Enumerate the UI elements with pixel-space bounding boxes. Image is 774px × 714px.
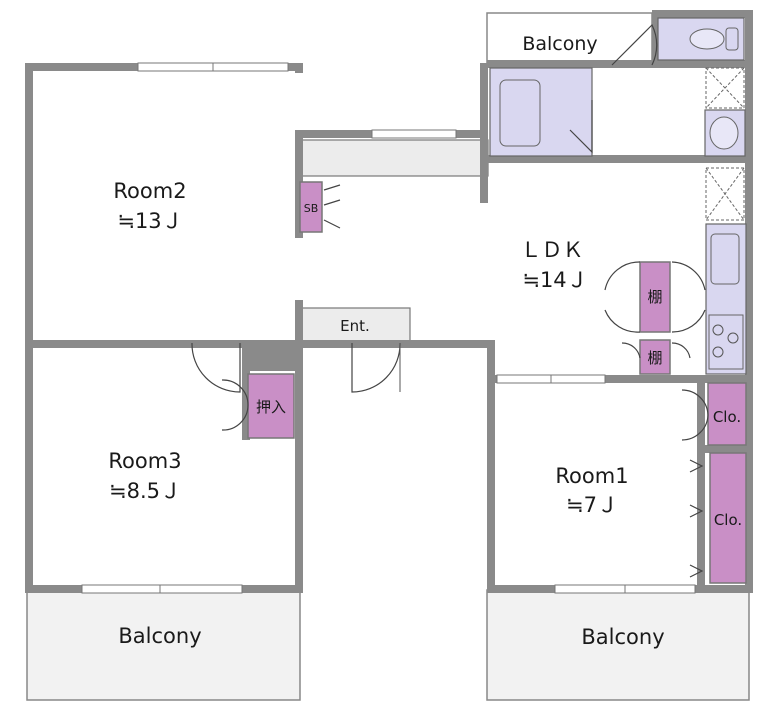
clo-upper-storage[interactable] [707,382,747,446]
bathtub-icon [489,67,593,157]
clo-upper-label: Clo. [713,408,741,426]
sb-label: SB [304,202,319,215]
kitchen-counter-icon [705,223,747,375]
sb-door-icon [323,184,341,229]
balcony-bottom-right-label: Balcony [581,625,664,649]
corridor-strip [299,139,489,177]
ldk-size: ≒14Ｊ [522,268,587,292]
room3-name: Room3 [108,449,181,473]
room3-size: ≒8.5Ｊ [109,479,181,503]
balcony-top-area [486,12,653,66]
tana-lower-door-icon [621,342,691,359]
ldk-name: ＬＤＫ [521,238,584,262]
tana-upper-label: 棚 [647,288,662,306]
burner-icon [712,346,724,358]
room1-size: ≒7Ｊ [566,493,618,517]
windows [81,62,696,594]
tana-door-icon [604,261,641,333]
oshiire-label: 押入 [256,398,286,416]
clo-door-icon [681,389,709,441]
burner-icon [727,332,739,344]
balcony-bottom-left-area [26,589,301,701]
tana-door-right-icon [671,261,706,333]
clo-lower-label: Clo. [714,511,742,529]
balcony-top-label: Balcony [522,33,597,55]
bathroom-fixtures [489,17,746,221]
clo-lower-storage[interactable] [709,452,747,584]
room2-name: Room2 [113,179,186,203]
room1-name: Room1 [555,464,628,488]
entrance-label: Ent. [340,317,370,335]
tana-lower-label: 棚 [647,349,662,367]
oshiire-storage[interactable] [247,373,295,439]
entrance-area [299,307,411,343]
sb-storage[interactable] [299,181,323,233]
oshiire-door-icon [221,379,249,431]
kitchen-counter [705,223,747,375]
doors [191,23,709,578]
balcony-door-icon [611,23,658,66]
burner-icon [712,324,724,336]
balcony-bottom-left-label: Balcony [118,624,201,648]
room2-size: ≒13Ｊ [117,209,182,233]
balcony-bottom-right-area [486,589,750,701]
room3-door-icon [191,342,241,393]
clo-slide-door-icon [689,459,704,578]
tana-upper-storage[interactable] [639,261,671,333]
bath-door-icon [569,100,593,154]
tana-lower-storage[interactable] [639,339,671,375]
entrance-door-icon [351,342,401,393]
